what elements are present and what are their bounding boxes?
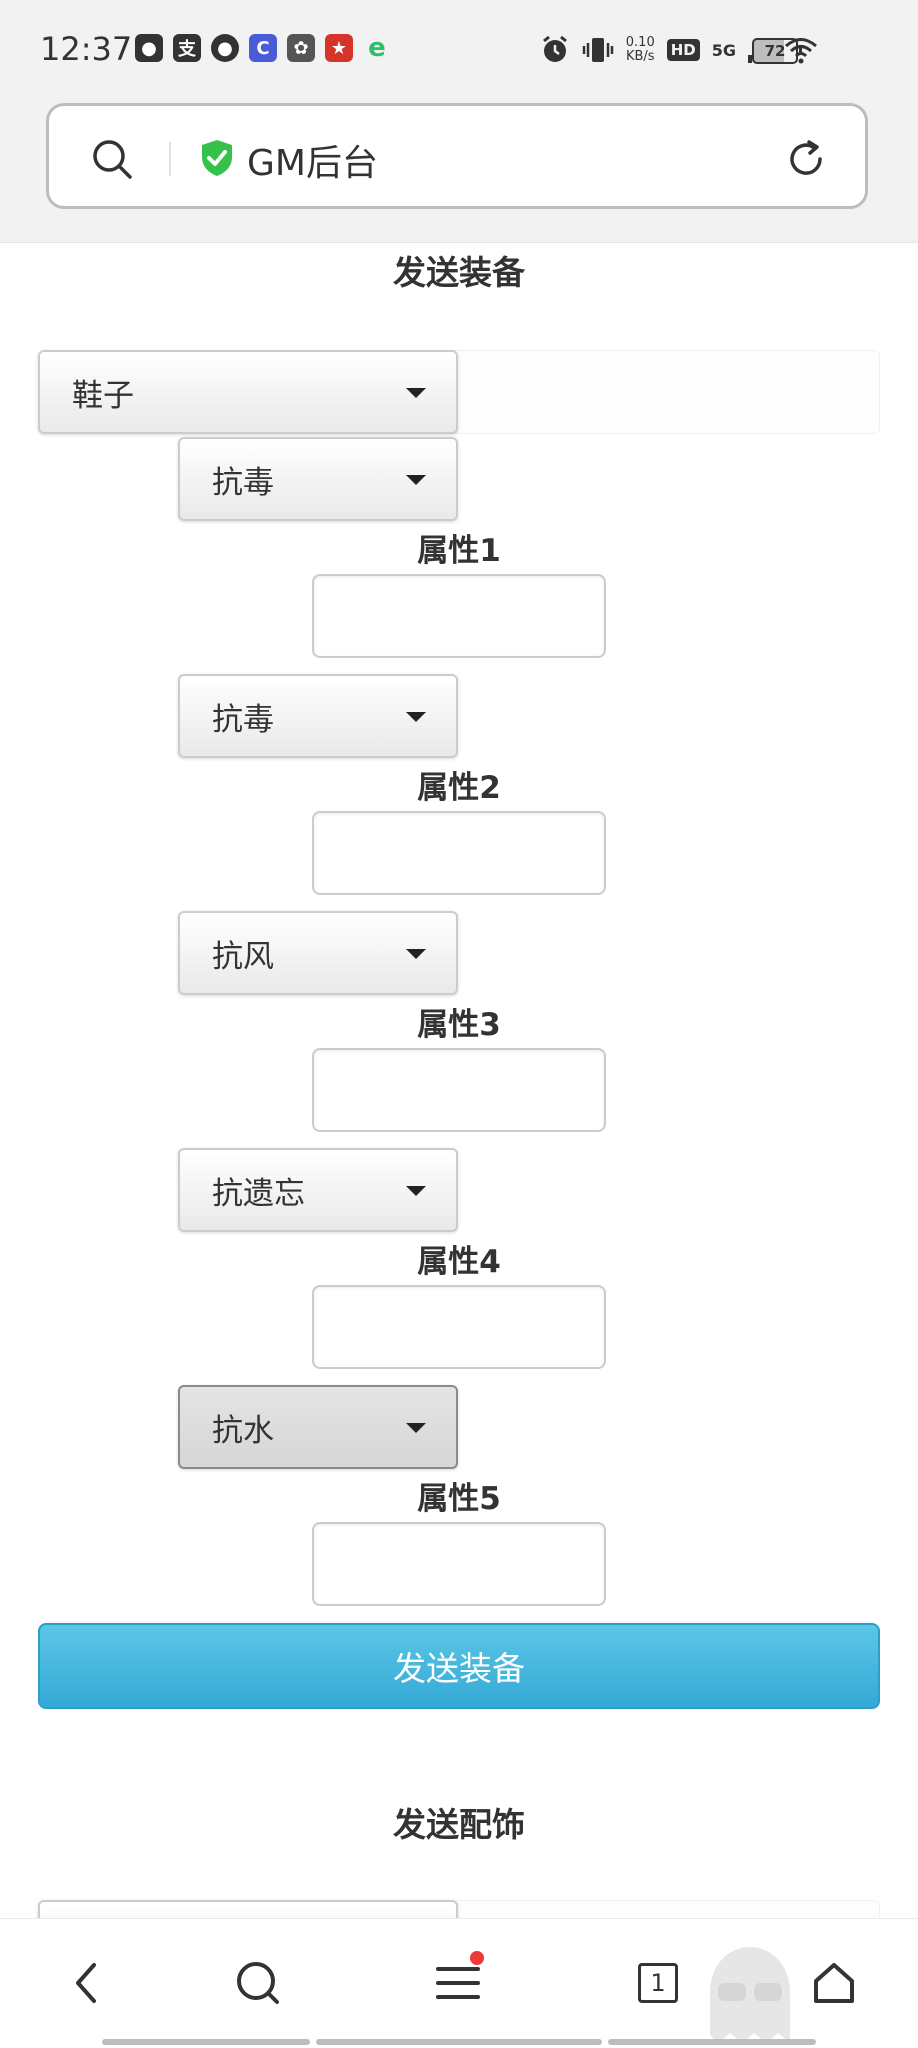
- chat-bubble-icon: ●: [211, 34, 239, 62]
- dropdown-caret-icon: [406, 1186, 426, 1196]
- item-type-value: 鞋子: [72, 377, 134, 414]
- attribute-3-type-select[interactable]: 抗风: [178, 911, 458, 995]
- alarm-icon: [542, 35, 567, 62]
- battery-level: 72: [764, 42, 786, 60]
- attribute-5-label: 属性5: [417, 1481, 501, 1517]
- attribute-1-type-value: 抗毒: [212, 464, 274, 501]
- send-equipment-button[interactable]: 发送装备: [38, 1623, 880, 1709]
- attribute-1-label: 属性1: [417, 533, 501, 569]
- section-title-send-accessory: 发送配饰: [393, 1805, 525, 1844]
- network-speed-value: 0.10: [625, 35, 655, 50]
- menu-icon: [436, 1967, 480, 1999]
- search-button[interactable]: [228, 1953, 288, 2013]
- page-title[interactable]: GM后台: [247, 143, 378, 184]
- dropdown-caret-icon: [406, 475, 426, 485]
- tabs-icon: 1: [638, 1963, 678, 2003]
- menu-button[interactable]: [428, 1951, 488, 2013]
- attribute-3-label: 属性3: [417, 1007, 501, 1043]
- attribute-2-type-select[interactable]: 抗毒: [178, 674, 458, 758]
- network-speed-unit: KB/s: [625, 49, 655, 64]
- dropdown-caret-icon: [406, 388, 426, 398]
- attribute-5-type-value: 抗水: [212, 1412, 274, 1449]
- attribute-4-input[interactable]: [312, 1285, 606, 1369]
- attribute-3-type-value: 抗风: [212, 938, 274, 975]
- attribute-2-type-value: 抗毒: [212, 701, 274, 738]
- status-bar: 12:37 ● 支 ● C ✿ ★ e 0.10 KB/s HD: [0, 0, 918, 100]
- gesture-bar-right: [608, 2039, 816, 2045]
- status-time: 12:37: [40, 30, 133, 68]
- attribute-5-type-select[interactable]: 抗水: [178, 1385, 458, 1469]
- section-title-send-equipment: 发送装备: [393, 253, 525, 292]
- panda-app-icon: ✿: [287, 34, 315, 62]
- qq-icon: ●: [135, 34, 163, 62]
- canva-app-icon: C: [249, 34, 277, 62]
- incognito-ghost-icon: [710, 1947, 790, 2043]
- browser-app-icon: e: [368, 33, 386, 63]
- browser-toolbar: GM后台: [0, 100, 918, 243]
- network-type: 5G: [711, 40, 736, 60]
- game-app-icon: ★: [325, 34, 353, 62]
- network-speed: 0.10 KB/s: [626, 36, 655, 64]
- tabs-button[interactable]: 1: [628, 1953, 688, 2013]
- hd-voice-badge: HD: [666, 39, 700, 61]
- home-icon: [814, 1963, 854, 2003]
- address-bar[interactable]: GM后台: [46, 103, 868, 209]
- notification-icons: ● 支 ● C ✿ ★ e: [135, 33, 391, 68]
- gesture-bar-left: [102, 2039, 310, 2045]
- alipay-icon: 支: [173, 34, 201, 62]
- security-shield-icon: [202, 140, 232, 176]
- dropdown-caret-icon: [406, 712, 426, 722]
- bottom-navigation: 1: [0, 1918, 918, 2048]
- search-icon[interactable]: [91, 138, 133, 180]
- attribute-4-type-value: 抗遗忘: [212, 1175, 305, 1212]
- back-button[interactable]: [56, 1953, 116, 2013]
- back-icon: [76, 1963, 96, 2003]
- attribute-4-label: 属性4: [417, 1244, 501, 1280]
- refresh-icon[interactable]: [785, 138, 827, 180]
- gesture-bar-center: [316, 2039, 602, 2045]
- attribute-5-input[interactable]: [312, 1522, 606, 1606]
- attribute-1-input[interactable]: [312, 574, 606, 658]
- notification-dot: [470, 1951, 484, 1965]
- attribute-3-input[interactable]: [312, 1048, 606, 1132]
- home-button[interactable]: [804, 1953, 864, 2013]
- attribute-4-type-select[interactable]: 抗遗忘: [178, 1148, 458, 1232]
- attribute-1-type-select[interactable]: 抗毒: [178, 437, 458, 521]
- battery-icon: 72: [752, 38, 802, 64]
- search-icon: [237, 1962, 279, 2004]
- vibrate-icon: [582, 38, 614, 62]
- address-bar-divider: [169, 142, 171, 176]
- attribute-2-label: 属性2: [417, 770, 501, 806]
- attribute-2-input[interactable]: [312, 811, 606, 895]
- item-type-select[interactable]: 鞋子: [38, 350, 458, 434]
- dropdown-caret-icon: [406, 949, 426, 959]
- dropdown-caret-icon: [406, 1423, 426, 1433]
